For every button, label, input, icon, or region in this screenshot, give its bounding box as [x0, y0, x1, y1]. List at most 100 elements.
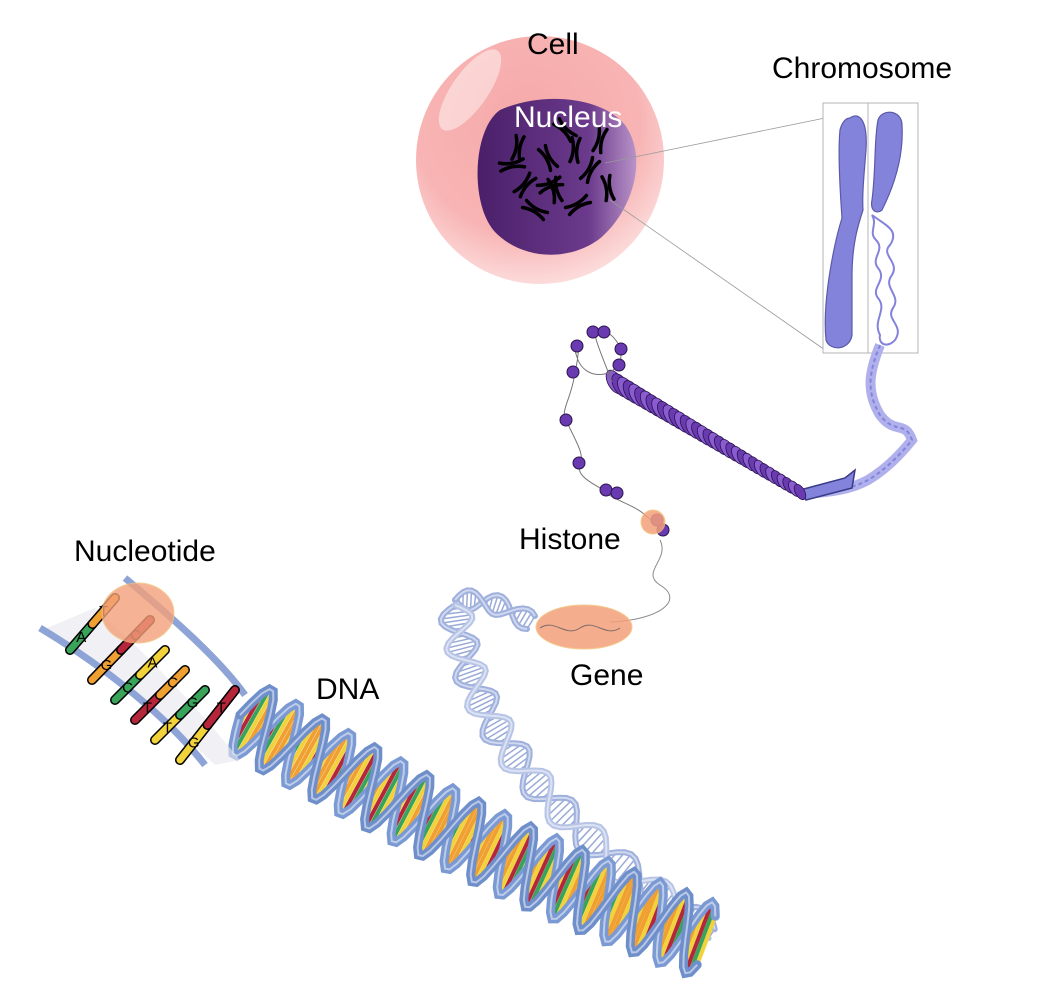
base-pair: [469, 813, 507, 883]
base-pair: [363, 760, 403, 829]
base-letter: T: [217, 700, 226, 717]
base-pair: [416, 787, 455, 856]
base-pair: [630, 881, 662, 954]
base: [151, 711, 184, 744]
nucleosome-bead: [572, 456, 586, 470]
base-pair: [581, 863, 614, 932]
nucleosome-beads: [559, 325, 670, 537]
base: [111, 671, 144, 704]
light-dna-helix: [437, 587, 718, 943]
base-pair: [500, 745, 528, 766]
base-pair: [454, 666, 485, 679]
base-pair: [523, 837, 559, 908]
chromosome-x-icon: [520, 198, 550, 222]
base-pair: [517, 608, 529, 627]
nucleosome-bead: [586, 325, 600, 339]
base-pair: [546, 797, 568, 817]
chromosome-x-icon: [568, 135, 582, 165]
nucleus-label: Nucleus: [514, 101, 623, 134]
chromosome-x-icon: [563, 193, 593, 217]
base-letter: T: [143, 700, 152, 717]
base-pair: [310, 731, 351, 800]
nucleosome-bead: [570, 339, 584, 353]
chromosome-x-icon: [510, 133, 526, 163]
chromosome: [822, 102, 919, 354]
cell-highlight: [438, 49, 502, 131]
base-letter: A: [147, 655, 157, 672]
gene-label: Gene: [570, 659, 644, 692]
base-letter: T: [163, 720, 172, 737]
base-letter: G: [187, 695, 199, 712]
chromatid: [512, 171, 538, 199]
nucleosome-bead: [597, 325, 611, 339]
chromosome-x-icon: [600, 173, 616, 203]
base: [136, 646, 169, 679]
dna-label: DNA: [316, 673, 380, 706]
chromatid: [497, 157, 527, 173]
base-pair: [474, 816, 510, 884]
dna-thread: [609, 539, 671, 623]
chromatid: [535, 175, 565, 195]
base-pair: [695, 915, 718, 966]
colored-dna-helix: [228, 683, 720, 979]
base-pair: [390, 773, 429, 843]
chromatin-fiber: [798, 343, 918, 501]
base-pair: [661, 895, 691, 964]
base-pair: [550, 849, 585, 920]
chromosome-x-icon: [497, 157, 527, 173]
chromosome-x-icon: [551, 116, 579, 144]
base-pair: [656, 891, 688, 964]
base-pair: [446, 640, 477, 650]
base-pair: [634, 885, 665, 953]
base-pair: [548, 799, 573, 823]
chromatid: [600, 173, 616, 203]
base-letter: G: [101, 657, 113, 674]
base-pair: [523, 772, 549, 794]
base-pair: [615, 858, 637, 883]
nucleosome-bead: [612, 358, 626, 372]
base: [66, 620, 96, 654]
chromosome-x-icon: [535, 175, 565, 195]
chromosome-x-icon: [578, 155, 602, 185]
base-pair: [688, 905, 717, 974]
base-pair: [261, 705, 302, 772]
chromosome-x-icon: [591, 125, 609, 155]
nucleosome-bead: [566, 365, 580, 379]
base-pair: [484, 723, 512, 741]
base-pair: [603, 871, 636, 943]
base-pair: [341, 748, 380, 816]
base-pair: [441, 617, 473, 624]
base-pair: [284, 717, 324, 785]
chromatid: [520, 198, 550, 222]
base-pair: [367, 762, 406, 830]
base-pair: [420, 790, 458, 857]
base-pair: [608, 874, 639, 943]
base-pair: [287, 719, 328, 787]
base-pair: [683, 901, 714, 974]
base-pair: [447, 803, 484, 871]
base-pair: [235, 690, 275, 757]
linker-dna: [563, 329, 664, 536]
chromatid: [578, 155, 602, 185]
base-pair: [440, 614, 472, 620]
base-pair: [501, 828, 536, 896]
chromatid: [591, 125, 609, 155]
base-pair: [554, 852, 588, 920]
chromatid: [563, 193, 593, 217]
base-pair: [456, 670, 487, 683]
base-pair: [466, 692, 496, 708]
base-pair: [447, 643, 478, 654]
base-pair: [527, 840, 562, 908]
histone-highlight: [640, 509, 666, 535]
base-pair: [576, 860, 611, 932]
base: [176, 686, 209, 719]
solenoid-coil: [605, 369, 807, 501]
gene-helix-segment: [539, 624, 621, 632]
base-pair: [443, 800, 481, 870]
nucleosome-bead: [599, 483, 613, 497]
base-pair: [314, 734, 354, 801]
zoom-lines: [604, 117, 826, 351]
solenoid-disc: [793, 483, 807, 501]
base-pair: [496, 825, 533, 896]
